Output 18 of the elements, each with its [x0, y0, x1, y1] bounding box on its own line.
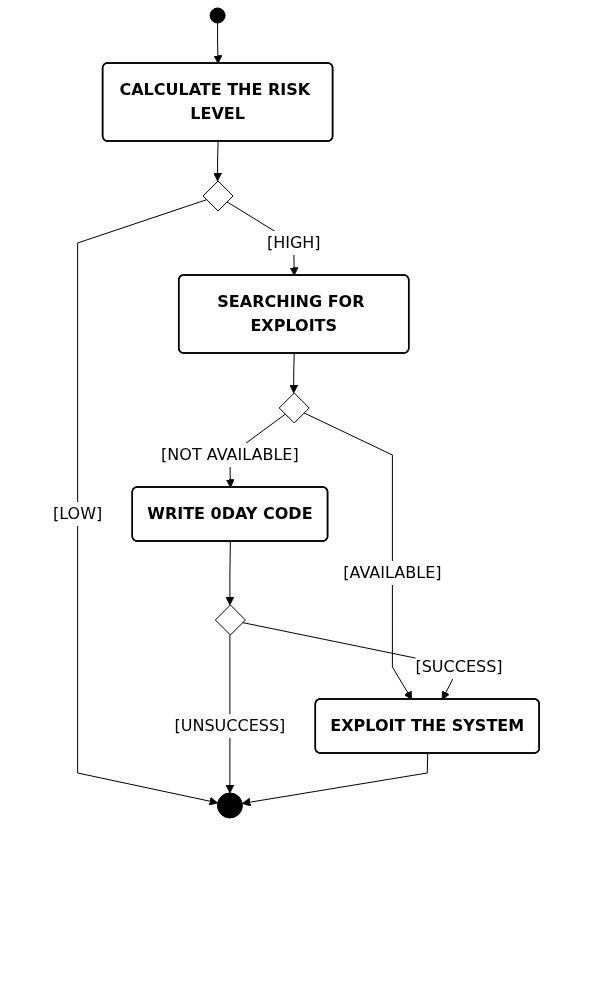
node-diamond — [203, 180, 234, 212]
arrow — [242, 753, 429, 807]
arrow — [213, 141, 223, 182]
node-diamond — [215, 604, 247, 636]
arrow — [289, 353, 299, 394]
edge-label: [LOW] — [53, 503, 103, 523]
edge-label: [SUCCESS] — [415, 656, 503, 676]
edge-label: [NOT AVAILABLE] — [161, 444, 300, 464]
arrow — [77, 199, 219, 806]
node-diamond — [279, 392, 311, 424]
arrow — [213, 22, 223, 64]
edge-label: [HIGH] — [267, 233, 321, 252]
node-circle — [217, 792, 244, 819]
edge-label: [UNSUCCESS] — [174, 715, 286, 735]
arrow — [225, 541, 235, 606]
node-circle — [210, 7, 226, 24]
edge-label: [AVAILABLE] — [343, 562, 442, 582]
arrow — [303, 412, 413, 700]
